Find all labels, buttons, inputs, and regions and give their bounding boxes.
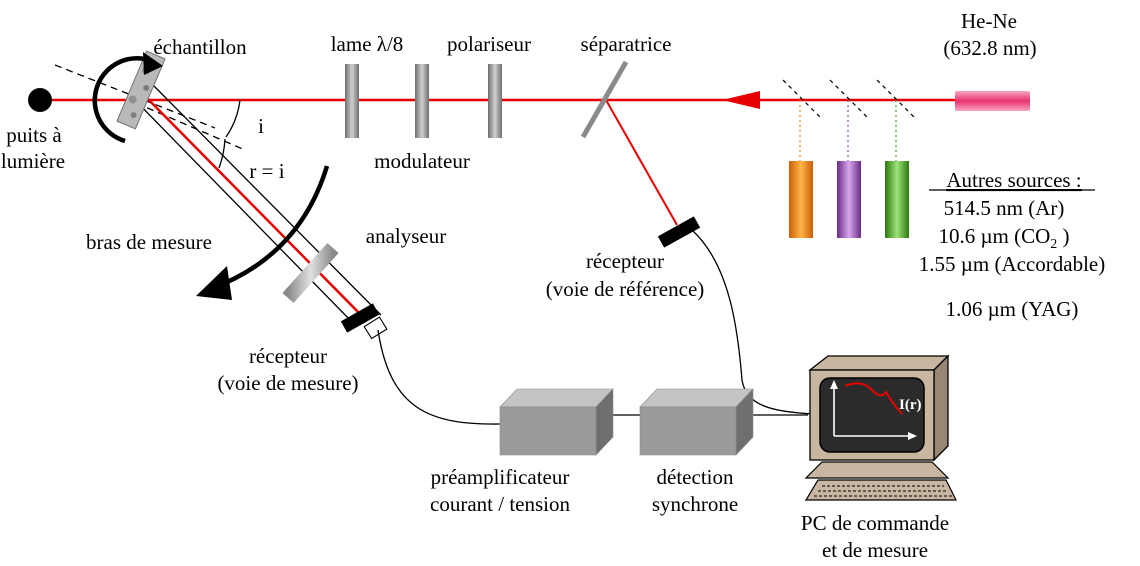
measurement-arm-edge-2 [150, 82, 382, 316]
analyseur-label: analyseur [366, 224, 446, 248]
laser-label: He-Ne [961, 9, 1017, 33]
puits-label-line2: lumière [1, 149, 65, 173]
angle-i-label: i [258, 114, 264, 138]
detection-box [639, 388, 754, 456]
modulateur-label: modulateur [374, 149, 470, 173]
reference-receiver [657, 216, 701, 248]
arm-rotation-arc [212, 165, 330, 291]
reflected-beam [140, 91, 367, 321]
sample-rotation-arrowhead [143, 52, 163, 75]
sample-rotation-arc [92, 56, 150, 144]
screen-label: I(r) [899, 397, 922, 413]
screen-y-arrowhead [830, 380, 838, 389]
detection-label-line2: synchrone [652, 492, 738, 516]
reference-beam [605, 99, 678, 226]
source-co2-end: ) [1057, 224, 1069, 248]
source-co2-subscript: 2 [1050, 237, 1057, 252]
puits-label-line1: puits à [6, 123, 62, 147]
preamp-box [499, 388, 614, 456]
measurement-arm-edge-1 [130, 95, 354, 324]
recepteur-mes-label-line1: récepteur [249, 344, 327, 368]
light-trap [28, 88, 52, 112]
recepteur-ref-label-line1: récepteur [586, 249, 664, 273]
polariseur-plate [488, 64, 502, 138]
recepteur-ref-label-line2: (voie de référence) [546, 277, 705, 301]
tap-mirror-2 [829, 79, 870, 120]
detection-label-line1: détection [657, 465, 734, 489]
polariseur-label: polariseur [447, 32, 531, 56]
laser-source [955, 91, 1030, 111]
source-co2-main: 10.6 µm (CO [938, 224, 1050, 248]
arm-rotation-arrowhead [196, 266, 232, 300]
cable-reference-to-pc [691, 229, 816, 415]
cable-measure-to-preamp [377, 329, 501, 425]
screen-x-arrowhead [908, 432, 917, 440]
pc-label-line2: et de mesure [822, 538, 928, 562]
sample-speckle [143, 84, 150, 91]
preampli-label-line1: préamplificateur [431, 465, 570, 489]
sample-speckle [128, 95, 137, 104]
pc-computer: I(r) [804, 354, 957, 501]
laser-wavelength-label: (632.8 nm) [943, 36, 1036, 60]
pc-label-line1: PC de commande [801, 511, 949, 535]
tap-mirror-1 [782, 79, 823, 120]
source-yag-label: 1.06 µm (YAG) [946, 297, 1079, 321]
preampli-label-line2: courant / tension [430, 492, 570, 516]
bras-label: bras de mesure [86, 230, 212, 254]
pc-screen [819, 377, 925, 453]
screen-curve [844, 382, 903, 415]
source-co2-label: 10.6 µm (CO2 ) [938, 224, 1069, 252]
beam-splitter [580, 60, 629, 139]
separatrice-label: séparatrice [581, 32, 672, 56]
recepteur-mes-label-line2: (voie de mesure) [217, 371, 358, 395]
analyseur-plate [282, 242, 339, 304]
source-accordable-label: 1.55 µm (Accordable) [919, 252, 1105, 276]
pc-keyboard [804, 479, 957, 501]
tap-mirror-3 [876, 79, 917, 120]
echantillon-label: échantillon [153, 35, 247, 59]
measurement-receiver [340, 303, 380, 333]
source-orange [789, 161, 813, 238]
beam-direction-arrow [722, 91, 760, 109]
source-green [885, 161, 909, 238]
angle-r-arc [218, 138, 226, 169]
sample-plane-line [135, 102, 246, 151]
autres-sources-title: Autres sources : [946, 168, 1081, 192]
lame-plate [345, 64, 359, 138]
source-ar-label: 514.5 nm (Ar) [944, 196, 1065, 220]
angle-r-label: r = i [249, 159, 284, 183]
sample-speckle [130, 112, 137, 119]
modulateur-plate [415, 64, 429, 138]
lame-label: lame λ/8 [331, 32, 404, 56]
source-purple [837, 161, 861, 238]
angle-i-arc [225, 99, 241, 138]
